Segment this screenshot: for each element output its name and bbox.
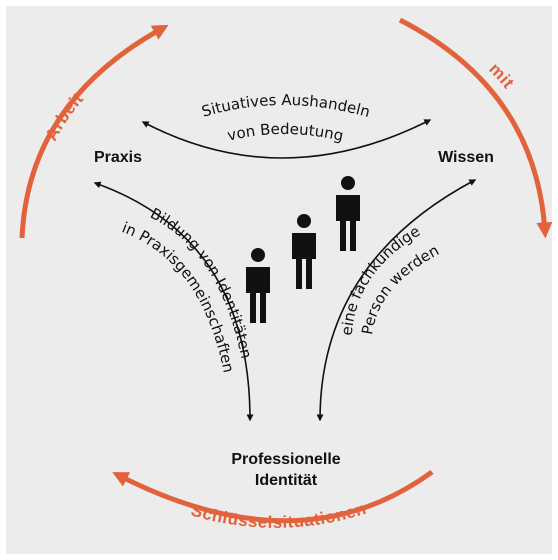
node-wissen: Wissen <box>438 149 494 166</box>
node-praxis: Praxis <box>94 149 142 166</box>
person-icon <box>246 248 270 323</box>
arrow-praxis-wissen <box>141 119 432 159</box>
arrow-wissen-identity <box>316 179 477 422</box>
person-icon <box>336 176 360 251</box>
arrow-praxis-identity <box>93 181 254 422</box>
person-figures <box>246 176 360 323</box>
person-icon <box>292 214 316 289</box>
cycle-arrow-schluessel <box>112 469 434 524</box>
node-identity-line1: Professionelle <box>231 451 340 468</box>
node-identity-line2: Identität <box>255 472 318 489</box>
cycle-arrow-arbeit <box>19 24 169 239</box>
cycle-arrow-mit <box>398 17 553 239</box>
